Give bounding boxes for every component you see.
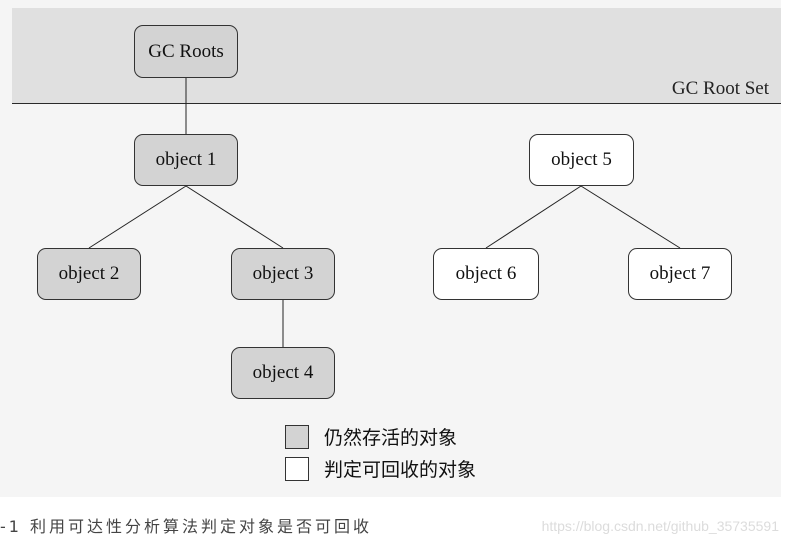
figure-caption: -1 利用可达性分析算法判定对象是否可回收 [0,517,373,536]
edge-object5-object6 [485,185,582,249]
legend-label-dead: 判定可回收的对象 [324,459,477,481]
legend-swatch-dead [285,457,309,481]
node-object-7: object 7 [628,248,732,300]
legend-label-alive: 仍然存活的对象 [324,427,458,449]
node-gc-roots: GC Roots [134,25,238,78]
node-object-2: object 2 [37,248,141,300]
edge-object1-object3 [185,185,284,249]
node-object-4: object 4 [231,347,335,399]
gc-root-set-boundary [12,103,781,104]
legend-swatch-alive [285,425,309,449]
node-object-3: object 3 [231,248,335,300]
gc-root-set-label: GC Root Set [671,78,769,99]
watermark-url: https://blog.csdn.net/github_35735591 [541,518,779,534]
node-object-5: object 5 [529,134,634,186]
edge-object5-object7 [580,185,681,249]
edge-object1-object2 [88,185,187,249]
node-object-1: object 1 [134,134,238,186]
node-object-6: object 6 [433,248,539,300]
